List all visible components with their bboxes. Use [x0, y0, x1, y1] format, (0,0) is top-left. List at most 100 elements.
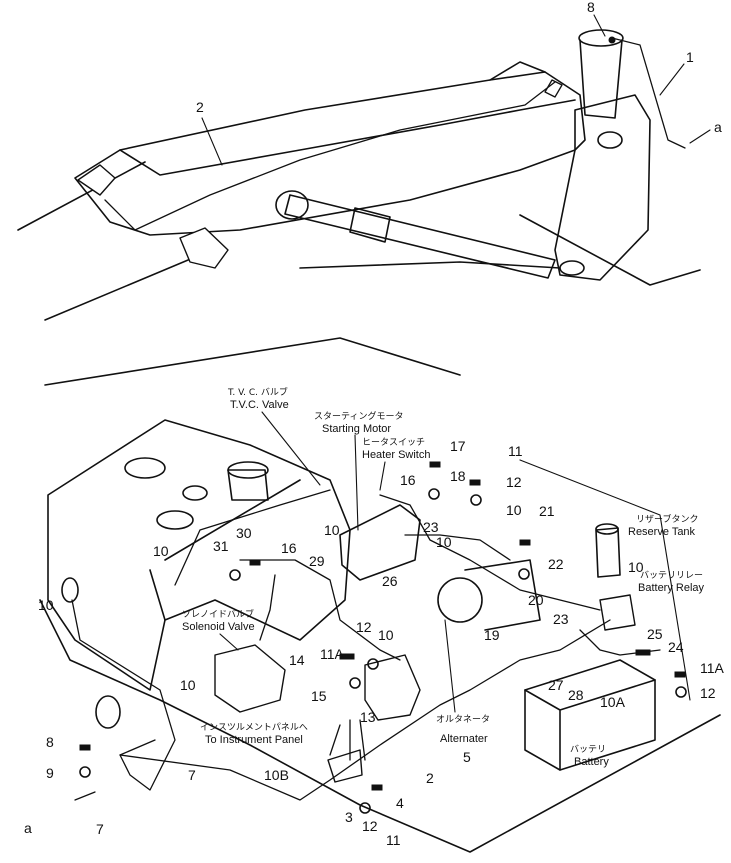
callout: a	[24, 820, 32, 836]
solenoid-valve	[214, 644, 286, 713]
leader	[593, 14, 606, 37]
heater-switch-label-jp: ヒータスイッチ	[362, 437, 425, 448]
air-cleaner	[227, 469, 269, 501]
washer	[675, 686, 687, 698]
callout: 23	[423, 519, 439, 535]
callout: 10	[180, 677, 196, 693]
callout: 10	[436, 534, 452, 550]
battery-relay	[599, 594, 636, 631]
callout: 16	[281, 540, 297, 556]
washer	[367, 658, 379, 670]
boom-arm-top-edge	[119, 99, 576, 176]
callout: 21	[539, 503, 555, 519]
bolt	[79, 744, 91, 751]
reserve-tank-label-en: Reserve Tank	[628, 526, 696, 538]
leader	[219, 633, 239, 651]
battery-edges	[524, 679, 656, 771]
bolt	[674, 671, 686, 678]
mast-body	[554, 94, 651, 281]
solenoid-valve-label-jp: ソレノイドバルブ	[182, 608, 254, 620]
harness-tvc	[174, 489, 331, 586]
frame-edge-lower	[44, 254, 201, 321]
callout: 29	[309, 553, 325, 569]
washer	[79, 766, 91, 778]
leader	[201, 117, 223, 166]
filler-cap	[124, 457, 166, 479]
callout: 11A	[700, 660, 725, 676]
mast-harness	[611, 37, 686, 149]
frame-edge-left	[17, 161, 146, 231]
callout: 1	[686, 49, 694, 65]
leader	[379, 461, 386, 491]
callout: 28	[568, 687, 584, 703]
cylinder-barrel	[349, 207, 391, 243]
component-labels: T. V. C. バルブ T.V.C. Valve スターティングモータ Sta…	[182, 386, 705, 768]
callout: 10	[506, 502, 522, 518]
mast-upper	[579, 39, 623, 119]
breather	[182, 485, 208, 501]
frame-edge-right	[519, 214, 701, 286]
harness-clip	[608, 36, 616, 44]
washer	[470, 494, 482, 506]
harness-connector	[544, 79, 563, 98]
boom-arm	[74, 71, 586, 236]
bay-frame-top	[44, 337, 461, 386]
washer	[359, 802, 371, 814]
connector-block	[327, 749, 363, 783]
leader	[689, 129, 711, 144]
bolt	[519, 539, 531, 546]
callout: 23	[553, 611, 569, 627]
harness-center	[239, 559, 401, 661]
alternator-label-en: Alternater	[440, 733, 488, 745]
callout: 11A	[320, 646, 345, 662]
callout: 26	[382, 573, 398, 589]
leader	[444, 619, 456, 713]
tvc-label-jp: T. V. C. バルブ	[227, 386, 288, 398]
callout: 7	[96, 821, 104, 837]
callout: 7	[188, 767, 196, 783]
reserve-tank	[595, 527, 621, 578]
starting-motor	[339, 504, 421, 581]
callout: 10	[628, 559, 644, 575]
mast-cap	[578, 29, 624, 47]
battery-label-en: Battery	[574, 756, 609, 768]
callout: 13	[360, 709, 376, 725]
callout: 12	[506, 474, 522, 490]
callout: a	[714, 119, 722, 135]
boom-assembly	[17, 29, 701, 321]
callout: 10B	[264, 767, 289, 783]
callouts-engine: 11 17 18 12 16 10 23 10 21 22 20 10 30 3…	[24, 438, 725, 848]
bolt	[249, 559, 261, 566]
cylinder-eye	[275, 190, 309, 220]
callout: 10	[38, 597, 54, 613]
harness-heater	[404, 534, 511, 561]
bolt	[339, 653, 355, 660]
callout: 17	[450, 438, 466, 454]
reserve-tank-label-jp: リザーブタンク	[636, 513, 698, 525]
callout: 5	[463, 749, 471, 765]
boom-harness	[104, 81, 556, 231]
battery-relay-label-en: Battery Relay	[638, 582, 705, 594]
work-lamp-center	[179, 227, 229, 269]
battery-label-jp: バッテリ	[570, 744, 606, 755]
bolt	[635, 649, 651, 656]
callout: 14	[289, 652, 305, 668]
callout: 2	[196, 99, 204, 115]
harness-panel	[329, 719, 366, 761]
washer	[428, 488, 440, 500]
callout: 10	[324, 522, 340, 538]
alternator-label-jp: オルタネータ	[436, 714, 490, 725]
callout: 12	[356, 619, 372, 635]
callout: 15	[311, 688, 327, 704]
lamp-left	[61, 577, 79, 603]
starting-motor-label-en: Starting Motor	[322, 423, 391, 435]
fuel-cap	[156, 510, 194, 530]
callout: 11	[386, 832, 401, 848]
leader	[659, 63, 685, 96]
callout: 18	[450, 468, 466, 484]
callout: 12	[700, 685, 716, 701]
callout: 12	[362, 818, 378, 834]
callout: 30	[236, 525, 252, 541]
harness-solenoid	[259, 574, 276, 641]
